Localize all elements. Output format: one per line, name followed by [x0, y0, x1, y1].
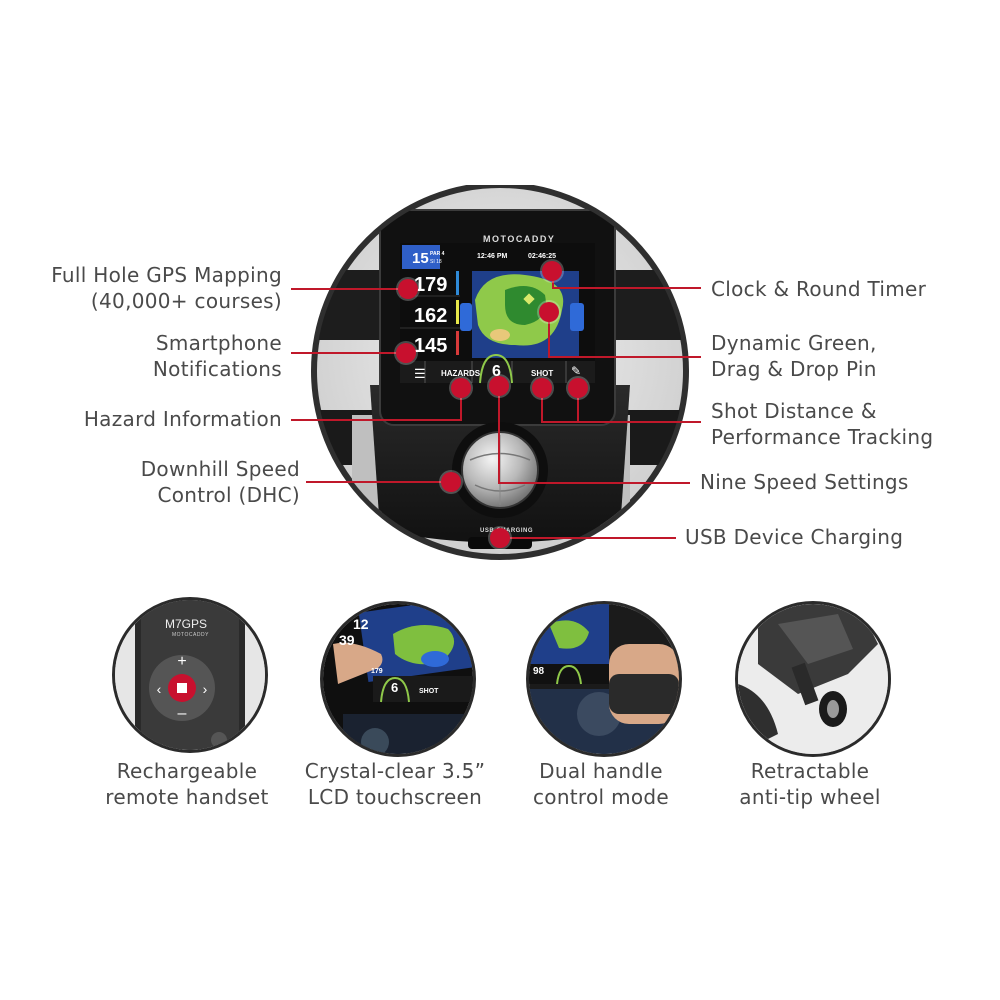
remote-handset-thumb: + – ‹ › M7GPS MOTOCADDY	[112, 597, 268, 753]
svg-text:+: +	[177, 653, 186, 670]
hole-par: PAR 4	[430, 251, 445, 257]
smartphone-line	[291, 352, 406, 354]
hole-index: SI 18	[430, 259, 442, 265]
edit-hotspot[interactable]	[568, 378, 588, 398]
feature-caption-dual-handle-line2: control mode	[532, 785, 669, 809]
menu-icon[interactable]: ☰	[414, 366, 426, 381]
usb-line	[500, 537, 676, 539]
hazard-vline	[460, 388, 462, 421]
speed-setting: 6	[492, 363, 501, 380]
hole-number: 15	[412, 250, 429, 267]
dhc-callout-line2: Control (DHC)	[157, 483, 300, 507]
clock-line	[553, 287, 701, 289]
edit-vline	[577, 388, 579, 422]
feature-caption-wheel-line2: anti-tip wheel	[739, 785, 881, 809]
hazards-button[interactable]: HAZARDS	[441, 369, 481, 378]
hazard-hotspot[interactable]	[451, 378, 471, 398]
shot-callout-line1: Shot Distance &	[711, 399, 877, 423]
clock-display: 12:46 PM	[477, 253, 508, 260]
feature-caption-remote-line1: Rechargeable	[116, 759, 258, 783]
touchscreen-icon	[323, 604, 473, 754]
feature-caption-dual-handle-line1: Dual handle	[539, 759, 663, 783]
edit-icon[interactable]: ✎	[571, 364, 582, 378]
distance-middle: 162	[414, 305, 448, 327]
green-callout-line1: Dynamic Green,	[711, 331, 877, 355]
speed-vline	[498, 386, 500, 483]
thumb-shot: SHOT	[419, 688, 439, 695]
shot-button[interactable]: SHOT	[531, 369, 554, 378]
feature-caption-touchscreen-line1: Crystal-clear 3.5”	[304, 759, 486, 783]
smartphone-callout-line2: Notifications	[152, 357, 282, 381]
device-brand: MOTOCADDY	[483, 234, 556, 244]
feature-caption-remote-line2: remote handset	[105, 785, 269, 809]
green-vline	[548, 311, 550, 358]
feature-caption-dual-handle: Dual handle control mode	[501, 758, 701, 810]
gps-callout: Full Hole GPS Mapping (40,000+ courses)	[20, 262, 282, 314]
green-callout-line2: Drag & Drop Pin	[711, 357, 877, 381]
gps-callout-line1: Full Hole GPS Mapping	[51, 263, 282, 287]
smartphone-hotspot[interactable]	[396, 343, 416, 363]
touchscreen-thumb: 12 39 179 6 SHOT	[320, 601, 476, 757]
dhc-callout: Downhill Speed Control (DHC)	[20, 456, 300, 508]
dhc-callout-line1: Downhill Speed	[140, 457, 300, 481]
clock-callout: Clock & Round Timer	[711, 277, 927, 301]
thumb-speed: 6	[391, 680, 399, 695]
shot-line	[541, 421, 701, 423]
device-illustration	[311, 185, 689, 560]
hazard-line	[291, 419, 461, 421]
anti-tip-wheel-thumb	[735, 601, 891, 757]
svg-text:›: ›	[203, 681, 208, 697]
gps-line	[291, 288, 408, 290]
dual-handle-icon	[529, 604, 679, 754]
thumb3-distance: 98	[533, 666, 545, 677]
feature-caption-wheel: Retractable anti-tip wheel	[710, 758, 910, 810]
remote-model: M7GPS	[165, 617, 208, 631]
anti-tip-wheel-icon	[738, 604, 888, 754]
svg-text:–: –	[178, 705, 187, 722]
remote-handset-icon: + – ‹ ›	[115, 600, 265, 750]
thumb-distance-pill: 179	[371, 668, 383, 675]
distance-back: 179	[414, 274, 448, 296]
svg-text:‹: ‹	[157, 681, 162, 697]
green-hotspot[interactable]	[539, 302, 559, 322]
dhc-line	[306, 481, 451, 483]
hazard-callout: Hazard Information	[83, 407, 282, 431]
shot-vline	[541, 388, 543, 422]
thumb-distance-2: 39	[339, 632, 355, 648]
round-timer: 02:46:25	[528, 253, 557, 260]
green-line	[549, 356, 701, 358]
thumb-distance-1: 12	[353, 616, 369, 632]
dhc-hotspot[interactable]	[441, 472, 461, 492]
remote-brand: MOTOCADDY	[172, 632, 209, 638]
speed-line	[498, 482, 690, 484]
green-callout: Dynamic Green, Drag & Drop Pin	[711, 330, 991, 382]
feature-caption-remote: Rechargeable remote handset	[87, 758, 287, 810]
gps-callout-line2: (40,000+ courses)	[90, 289, 282, 313]
usb-callout: USB Device Charging	[685, 525, 904, 549]
feature-caption-wheel-line1: Retractable	[750, 759, 870, 783]
shot-hotspot[interactable]	[532, 378, 552, 398]
feature-caption-touchscreen: Crystal-clear 3.5” LCD touchscreen	[295, 758, 495, 810]
distance-front: 145	[414, 335, 448, 357]
gps-hotspot[interactable]	[398, 279, 418, 299]
usb-hotspot[interactable]	[490, 528, 510, 548]
smartphone-callout: Smartphone Notifications	[20, 330, 282, 382]
speed-hotspot[interactable]	[489, 376, 509, 396]
speed-callout: Nine Speed Settings	[700, 470, 909, 494]
shot-callout-line2: Performance Tracking	[711, 425, 934, 449]
smartphone-callout-line1: Smartphone	[155, 331, 282, 355]
shot-callout: Shot Distance & Performance Tracking	[711, 398, 996, 450]
clock-hotspot[interactable]	[542, 261, 562, 281]
dual-handle-thumb: 98	[526, 601, 682, 757]
feature-caption-touchscreen-line2: LCD touchscreen	[307, 785, 483, 809]
